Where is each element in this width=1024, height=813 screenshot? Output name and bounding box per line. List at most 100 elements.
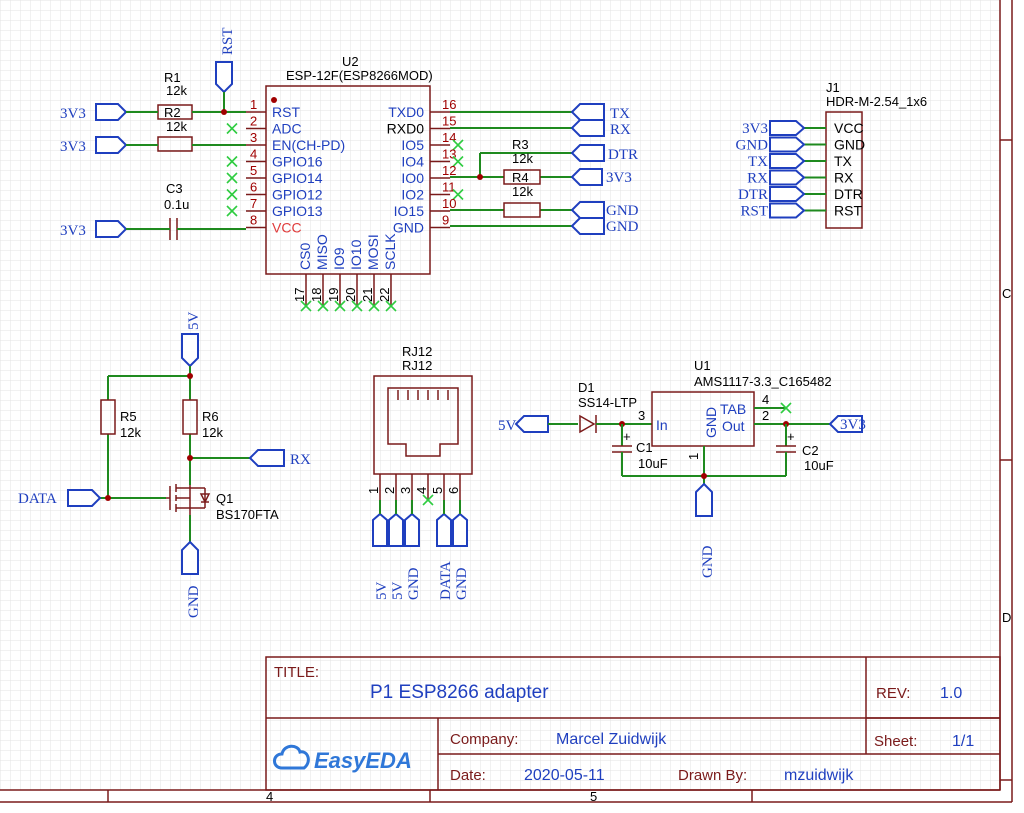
u2-pin-21-name: MOSI [365,234,381,270]
net-flag-gnd-u1[interactable]: GND [695,482,716,578]
j1-net-flag-4[interactable]: RX [747,169,806,187]
rj12-socket [387,387,459,457]
u2-pin-17-no-connect [300,300,312,312]
rj12-net-label-1: 5V [374,582,390,601]
j1-net-flag-6[interactable]: RST [740,202,806,220]
net-flag-gnd-9[interactable]: GND [570,217,639,235]
u2-pin-16-number: 16 [442,97,456,112]
r3-ref: R3 [512,137,529,152]
mosfet-q1[interactable]: Q1 BS170FTA [166,484,279,522]
j1-net-flag-2[interactable]: GND [736,136,806,154]
r6-body [182,399,198,435]
u1-pinnum-in: 3 [638,408,645,423]
net-flag-tx[interactable]: TX [570,103,630,122]
rj12-net-flag-5[interactable]: DATA [436,500,454,600]
net-flag-3v3-c3[interactable]: 3V3 [60,220,128,239]
resistor-r6[interactable]: R6 12k [182,399,223,440]
u1-pin-gnd: GND [703,407,719,438]
rj12-net-label-2: 5V [390,582,406,601]
rj12-net-flag-3[interactable]: GND [404,500,422,600]
u2-pin-12-name: IO0 [401,170,424,186]
u1-pinnum-tab: 4 [762,392,769,407]
net-flag-gnd-q1[interactable]: GND [181,540,202,618]
resistor-r1[interactable]: R1 12k [164,70,187,98]
net-flag-3v3-u1[interactable]: 3V3 [828,415,866,433]
net-flag-rx-q1[interactable]: RX [248,449,311,468]
u2-pin-8-name: VCC [272,220,302,236]
capacitor-c2[interactable]: + C2 10uF [776,424,834,476]
net-flag-3v3-r2[interactable]: 3V3 [60,136,128,155]
u2-pin-4-no-connect [226,155,238,168]
capacitor-c1[interactable]: + C1 10uF [612,424,668,476]
rj12-net-flag-2[interactable]: 5V [388,500,406,601]
regulator-u1[interactable]: U1 AMS1117-3.3_C165482 In GND Out TAB 3 … [638,358,832,460]
net-3v3-label-4: 3V3 [606,170,632,186]
net-3v3-label-1: 3V3 [60,106,86,122]
rj12-contacts [397,390,449,400]
net-flag-data-q1[interactable]: DATA [18,489,102,507]
connector-j1[interactable]: J1 HDR-M-2.54_1x6 VCC3V3GNDGNDTXTXRXRXDT… [736,80,928,229]
resistor-r4[interactable]: 12k [503,184,541,218]
d1-ref: D1 [578,380,595,395]
u2-value: ESP-12F(ESP8266MOD) [286,68,433,83]
j1-net-flag-1[interactable]: 3V3 [742,120,806,137]
u2-pin-7-number: 7 [250,196,257,211]
j1-net-flag-3[interactable]: TX [748,153,806,170]
net-flag-3v3-r1[interactable]: 3V3 [60,103,128,122]
u2-pin-5-name: GPIO14 [272,170,323,186]
net-flag-5v-d1[interactable]: 5V [498,415,549,434]
u2-pin-13-number: 13 [442,147,456,162]
rj12-net-flag-6[interactable]: GND [452,500,470,600]
column-label-4: 4 [266,789,273,804]
net-flag-5v-top[interactable]: 5V [181,312,202,368]
net-flag-gnd-io15[interactable]: GND [570,201,639,219]
grid-background [0,0,1000,790]
c1-polarity: + [623,429,631,444]
j1-net-label-6: RST [740,204,768,220]
j1-pin-4-name: RX [834,170,854,186]
j1-net-label-1: 3V3 [742,121,768,137]
rj12-pin-5-number: 5 [430,487,445,494]
u2-pin-18-name: MISO [314,234,330,270]
net-gnd-label-2: GND [606,219,639,235]
u2-pin-12-number: 12 [442,163,456,178]
u2-pin-20-no-connect [351,300,363,312]
u2-pin-14-number: 14 [442,130,456,145]
easyeda-logo: EasyEDA [273,744,412,773]
net-flag-dtr[interactable]: DTR [570,144,638,163]
r4-ref: R4 [512,170,529,185]
net-5v-d1-label: 5V [498,418,517,434]
net-flag-rx[interactable]: RX [570,119,631,138]
date-value: 2020-05-11 [524,767,605,784]
resistor-r3[interactable]: R3 12k R4 [503,137,541,185]
r2-value: 12k [166,119,187,134]
u2-pin-18-number: 18 [309,288,324,302]
j1-pin-6-name: RST [834,203,862,219]
u1-pin-tab: TAB [720,401,746,417]
u1-pinnum-out: 2 [762,408,769,423]
u2-pin-8-number: 8 [250,213,257,228]
u1-pinnum-gnd: 1 [686,453,701,460]
capacitor-c3[interactable]: C3 0.1u [164,181,189,240]
u2-pin-6-no-connect [226,188,238,201]
j1-net-flag-5[interactable]: DTR [738,186,806,203]
diode-d1[interactable]: D1 SS14-LTP [578,380,637,434]
u2-pin-9-name: GND [393,220,424,236]
net-gnd-label-1: GND [606,203,639,219]
net-flag-rst[interactable]: RST [215,27,236,112]
resistor-r5[interactable]: R5 12k [100,399,141,440]
u1-pin-in: In [656,417,668,433]
net-flag-3v3-r4[interactable]: 3V3 [570,168,632,186]
zone-label-d: D [1002,610,1011,625]
rj12-net-flag-1[interactable]: 5V [372,500,390,601]
net-3v3-label-2: 3V3 [60,139,86,155]
company-label: Company: [450,731,518,748]
u2-pin-16-name: TXD0 [388,104,424,120]
j1-pin-5-name: DTR [834,186,863,202]
u2-pin-14-no-connect [452,139,464,151]
net-gnd-q1-label: GND [186,585,202,618]
